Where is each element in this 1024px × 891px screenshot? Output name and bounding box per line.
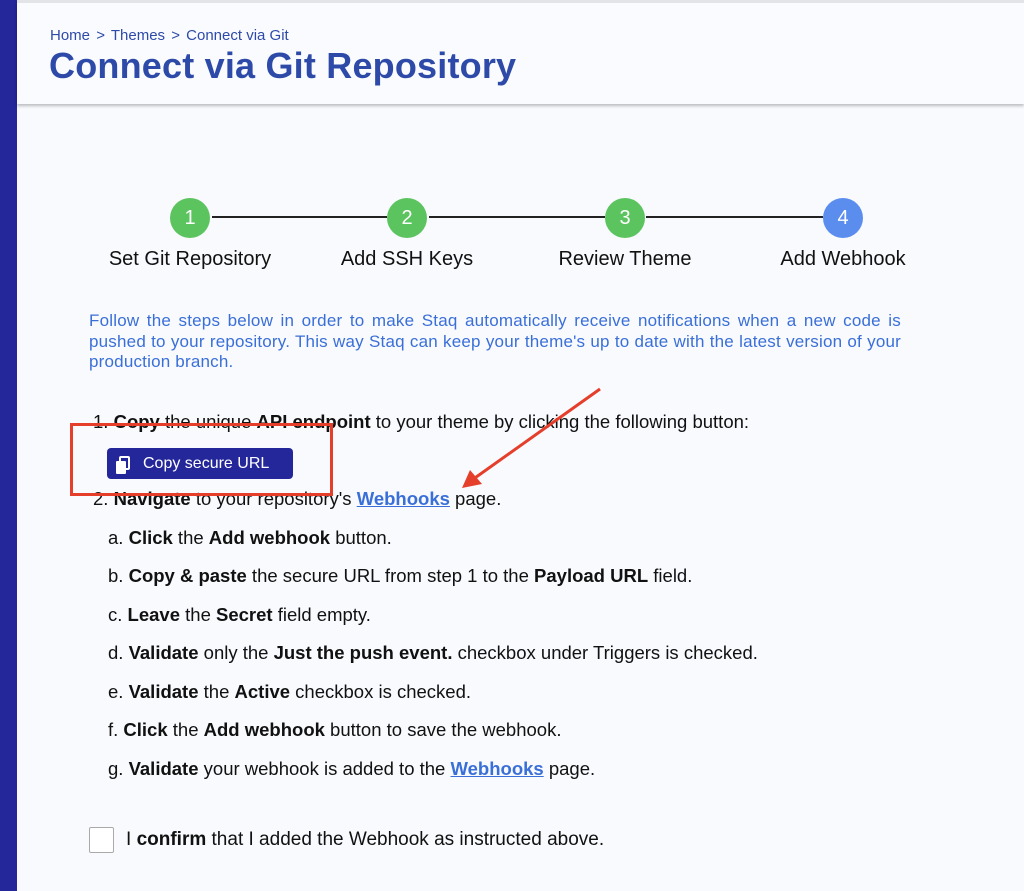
breadcrumb-themes[interactable]: Themes	[110, 27, 166, 44]
highlight-box	[70, 423, 333, 496]
instruction-item: e. Validate the Active checkbox is check…	[93, 681, 758, 720]
instruction-text: the secure URL from step 1 to the	[246, 565, 535, 586]
instruction-text: Just the push event.	[273, 642, 453, 663]
breadcrumb-separator: >	[171, 27, 180, 44]
copy-button-label: Copy secure URL	[143, 455, 270, 472]
copy-secure-url-button[interactable]: Copy secure URL	[107, 448, 293, 479]
instructions-list: 1. Copy the unique API endpoint to your …	[93, 411, 758, 796]
instruction-item: d. Validate only the Just the push event…	[93, 642, 758, 681]
instruction-text: g.	[108, 757, 129, 779]
instruction-text: 1.	[93, 411, 114, 432]
sidebar	[0, 0, 17, 891]
instruction-text: checkbox under Triggers is checked.	[452, 642, 758, 663]
instruction-text: only the	[198, 642, 274, 663]
step-label: Add Webhook	[780, 248, 906, 270]
instruction-text: Copy	[113, 411, 160, 432]
instruction-text: button.	[330, 526, 392, 548]
copy-icon	[116, 456, 130, 474]
breadcrumb-current: Connect via Git	[186, 27, 289, 44]
instruction-text: Validate	[128, 680, 199, 702]
step-connector	[212, 216, 387, 218]
instruction-text: Payload URL	[534, 565, 649, 586]
page-header: Home > Themes > Connect via Git Connect …	[17, 0, 1024, 104]
instruction-text: checkbox is checked.	[290, 680, 472, 702]
step-number-circle: 2	[387, 198, 427, 238]
instruction-text: e.	[108, 680, 129, 702]
instruction-item: f. Click the Add webhook button to save …	[93, 719, 758, 758]
instruction-text: d.	[108, 642, 129, 663]
confirm-checkbox[interactable]	[89, 827, 114, 853]
webhooks-link[interactable]: Webhooks	[356, 488, 450, 509]
instruction-text: the	[172, 526, 209, 548]
instruction-text: Click	[123, 719, 168, 740]
instruction-item: 1. Copy the unique API endpoint to your …	[93, 411, 758, 450]
instruction-text: Secret	[216, 603, 273, 625]
instruction-text: Active	[234, 680, 291, 702]
instruction-text: to your theme by clicking the following …	[370, 411, 750, 432]
step-label: Set Git Repository	[108, 248, 272, 270]
step-number-circle: 3	[605, 198, 645, 238]
instruction-text: Validate	[128, 642, 199, 663]
webhooks-link[interactable]: Webhooks	[450, 757, 544, 779]
instruction-text: field empty.	[272, 603, 371, 625]
breadcrumb-home[interactable]: Home	[50, 27, 91, 44]
breadcrumb: Home > Themes > Connect via Git	[50, 27, 291, 44]
step-connector	[646, 216, 823, 218]
instruction-text: Validate	[128, 757, 199, 779]
instruction-text: the unique	[159, 411, 257, 432]
instruction-text: c.	[108, 603, 128, 625]
instruction-item: c. Leave the Secret field empty.	[93, 604, 758, 643]
step-connector	[429, 216, 605, 218]
instruction-text: Copy & paste	[128, 565, 247, 586]
confirm-label[interactable]: I confirm that I added the Webhook as in…	[126, 829, 605, 850]
step-number-circle: 1	[170, 198, 210, 238]
breadcrumb-separator: >	[96, 27, 105, 44]
instruction-text: page.	[543, 757, 596, 779]
step-number-circle: 4	[823, 198, 863, 238]
instruction-text: Leave	[127, 603, 180, 625]
instruction-text: Add webhook	[208, 526, 331, 548]
instruction-text: a.	[108, 526, 129, 548]
instruction-text: field.	[648, 565, 693, 586]
confirm-row: I confirm that I added the Webhook as in…	[89, 827, 604, 853]
instruction-text: the	[180, 603, 216, 625]
instruction-text: the	[198, 680, 235, 702]
instruction-item: a. Click the Add webhook button.	[93, 527, 758, 566]
instruction-text: Add webhook	[203, 719, 325, 740]
step-label: Add SSH Keys	[340, 248, 474, 270]
instruction-text: the	[167, 719, 204, 740]
instruction-item: b. Copy & paste the secure URL from step…	[93, 565, 758, 604]
step-label: Review Theme	[558, 248, 692, 270]
instruction-text: API endpoint	[256, 411, 371, 432]
instruction-text: button to save the webhook.	[324, 719, 562, 740]
instruction-text: b.	[108, 565, 129, 586]
instruction-text: Click	[128, 526, 173, 548]
intro-text: Follow the steps below in order to make …	[89, 311, 901, 371]
instruction-item: g. Validate your webhook is added to the…	[93, 758, 758, 797]
instruction-text: page.	[449, 488, 502, 509]
page-title: Connect via Git Repository	[49, 45, 517, 86]
instruction-text: your webhook is added to the	[198, 757, 451, 779]
instruction-text: f.	[108, 719, 124, 740]
